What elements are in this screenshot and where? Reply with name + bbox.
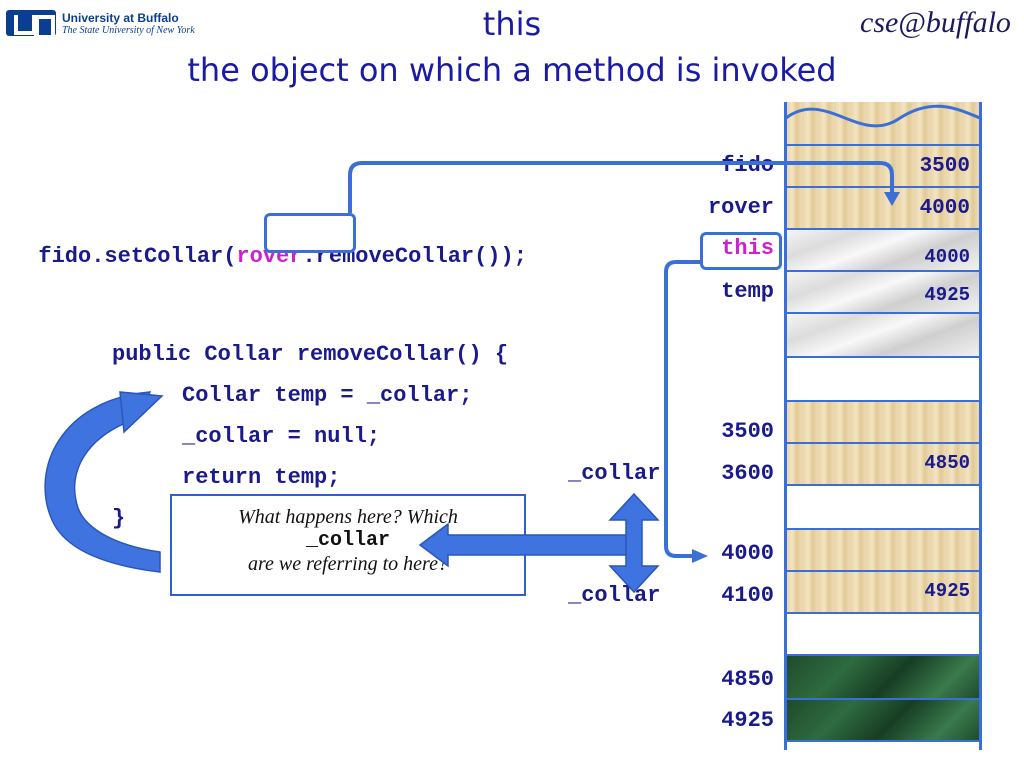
memory-cell-3600 bbox=[786, 444, 980, 484]
memory-cell-4850 bbox=[786, 656, 980, 698]
value-rover: 4000 bbox=[919, 197, 970, 220]
memory-divider bbox=[786, 228, 980, 230]
ub-logo-name: University at Buffalo bbox=[62, 11, 179, 25]
cse-brand: cse@buffalo bbox=[860, 6, 1011, 39]
memory-cell-3500 bbox=[786, 402, 980, 442]
call-suffix: .removeCollar()); bbox=[302, 244, 527, 269]
memory-divider bbox=[786, 612, 980, 614]
memory-divider bbox=[786, 312, 980, 314]
rover-highlight-box bbox=[264, 213, 356, 253]
memory-cell-4000 bbox=[786, 530, 980, 570]
memory-cell-temp bbox=[786, 272, 980, 312]
label-temp: temp bbox=[721, 279, 774, 304]
memory-cell-this bbox=[786, 230, 980, 270]
ub-logo-mark-icon bbox=[6, 10, 56, 39]
label-this: this bbox=[721, 236, 774, 261]
label-4850: 4850 bbox=[721, 667, 774, 692]
value-4100: 4925 bbox=[924, 580, 970, 602]
label-4925: 4925 bbox=[721, 708, 774, 733]
memory-divider bbox=[786, 484, 980, 486]
label-collar-1: _collar bbox=[568, 461, 661, 486]
question-callout: What happens here? Which _collar are we … bbox=[170, 494, 526, 596]
memory-cell-4100 bbox=[786, 572, 980, 612]
code-line-4: return temp; bbox=[182, 465, 341, 490]
value-fido: 3500 bbox=[919, 155, 970, 178]
callout-line-1: What happens here? Which bbox=[238, 506, 458, 528]
slide-title: this bbox=[482, 5, 542, 43]
label-3600: 3600 bbox=[721, 461, 774, 486]
memory-divider bbox=[786, 356, 980, 358]
label-rover: rover bbox=[707, 195, 774, 220]
memory-cell-frame-end bbox=[786, 314, 980, 358]
code-line-1: public Collar removeCollar() { bbox=[112, 342, 509, 367]
memory-divider bbox=[786, 400, 980, 402]
memory-divider bbox=[786, 698, 980, 700]
memory-divider bbox=[786, 528, 980, 530]
memory-cell-4925 bbox=[786, 700, 980, 740]
memory-cell-top bbox=[786, 102, 980, 144]
callout-line-3: are we referring to here? bbox=[248, 553, 448, 575]
label-4100: 4100 bbox=[721, 583, 774, 608]
memory-divider bbox=[786, 144, 980, 146]
code-line-2: Collar temp = _collar; bbox=[182, 383, 473, 408]
label-fido: fido bbox=[721, 153, 774, 178]
memory-left-border bbox=[784, 102, 787, 750]
label-collar-2: _collar bbox=[568, 583, 661, 608]
call-prefix: fido.setCollar( bbox=[38, 244, 237, 269]
memory-right-border bbox=[979, 102, 982, 750]
memory-divider bbox=[786, 570, 980, 572]
this-highlight-box bbox=[700, 232, 782, 270]
method-call-line: fido.setCollar(rover.removeCollar()); bbox=[12, 219, 527, 269]
memory-divider bbox=[786, 186, 980, 188]
memory-divider bbox=[786, 740, 980, 742]
label-3500: 3500 bbox=[721, 419, 774, 444]
ub-logo: University at Buffalo The State Universi… bbox=[6, 8, 206, 40]
ub-logo-subtitle: The State University of New York bbox=[62, 25, 195, 36]
code-line-3: _collar = null; bbox=[182, 424, 381, 449]
callout-line-2: _collar bbox=[305, 529, 390, 552]
slide-subtitle: the object on which a method is invoked bbox=[187, 51, 837, 89]
memory-divider bbox=[786, 442, 980, 444]
memory-divider bbox=[786, 654, 980, 656]
value-3600: 4850 bbox=[924, 452, 970, 474]
value-temp: 4925 bbox=[924, 284, 970, 306]
label-4000: 4000 bbox=[721, 541, 774, 566]
value-this: 4000 bbox=[924, 246, 970, 268]
memory-divider bbox=[786, 270, 980, 272]
